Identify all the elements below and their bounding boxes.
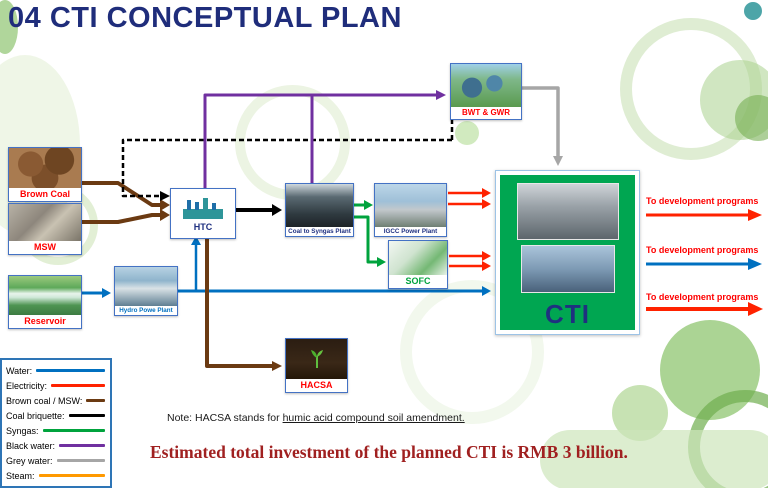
legend-line-coal-briquette	[68, 414, 105, 417]
node-coal-to-syngas: Coal to Syngas Plant	[285, 183, 354, 237]
node-igcc: IGCC Power Plant	[374, 183, 447, 237]
output-label-1: To development programs	[646, 196, 759, 206]
cti-green-panel: CTI	[500, 175, 635, 330]
htc-plant-icon	[183, 197, 223, 219]
legend-line-water	[36, 369, 105, 372]
legend-line-steam	[38, 474, 105, 477]
decorative-circle	[612, 385, 668, 441]
legend-row-black-water: Black water:	[6, 438, 105, 453]
decorative-circle	[660, 320, 760, 420]
legend-label: Electricity:	[6, 380, 48, 391]
hacsa-photo	[286, 339, 347, 379]
legend-row-steam: Steam:	[6, 468, 105, 483]
node-label-reservoir: Reservoir	[9, 315, 81, 328]
legend-label: Water:	[6, 365, 33, 376]
node-label-igcc: IGCC Power Plant	[375, 227, 446, 236]
legend-label: Black water:	[6, 440, 56, 451]
investment-statement: Estimated total investment of the planne…	[150, 442, 628, 462]
legend-label: Coal briquette:	[6, 410, 65, 421]
decorative-ring	[620, 18, 762, 160]
node-label-coal-to-syngas: Coal to Syngas Plant	[286, 227, 353, 236]
legend-line-brown-coal	[86, 399, 105, 402]
node-reservoir: Reservoir	[8, 275, 82, 329]
node-label-cti: CTI	[545, 299, 590, 329]
arrow-msw-to-htc	[80, 213, 160, 224]
arrow-browncoal-to-htc	[80, 181, 160, 207]
legend-line-black-water	[59, 444, 105, 447]
decorative-circle	[744, 2, 762, 20]
page-title: 04 CTI CONCEPTUAL PLAN	[8, 2, 402, 34]
legend-label: Syngas:	[6, 425, 39, 436]
seedling-icon	[310, 350, 323, 368]
decorative-gear-circle	[735, 95, 768, 141]
bwt-gwr-photo	[451, 64, 521, 107]
reservoir-photo	[9, 276, 81, 315]
legend-row-grey-water: Grey water:	[6, 453, 105, 468]
note-prefix: Note: HACSA stands for	[167, 412, 283, 424]
legend-row-water: Water:	[6, 363, 105, 378]
node-bwt-gwr: BWT & GWR	[450, 63, 522, 120]
node-brown-coal: Brown Coal	[8, 147, 82, 202]
legend-box: Water: Electricity: Brown coal / MSW: Co…	[0, 358, 112, 488]
arrow-blackwater-htc-to-bwt	[203, 93, 436, 188]
legend-row-syngas: Syngas:	[6, 423, 105, 438]
node-label-hacsa: HACSA	[286, 379, 347, 392]
note-underlined: humic acid compound soil amendment.	[282, 412, 465, 424]
legend-label: Steam:	[6, 470, 35, 481]
node-label-brown-coal: Brown Coal	[9, 188, 81, 201]
node-sofc: SOFC	[388, 240, 448, 289]
arrow-htc-to-hacsa	[205, 234, 272, 368]
msw-photo	[9, 204, 81, 241]
decorative-ring	[688, 390, 768, 488]
legend-row-electricity: Electricity:	[6, 378, 105, 393]
decorative-circle	[700, 60, 768, 140]
legend-label: Grey water:	[6, 455, 53, 466]
sofc-photo	[389, 241, 447, 275]
node-hacsa: HACSA	[285, 338, 348, 393]
output-label-2: To development programs	[646, 245, 759, 255]
output-label-3: To development programs	[646, 292, 759, 302]
cti-plant-photo-1	[516, 183, 619, 241]
brown-coal-photo	[9, 148, 81, 188]
igcc-photo	[375, 184, 446, 227]
legend-line-syngas	[42, 429, 105, 432]
legend-row-brown-coal: Brown coal / MSW:	[6, 393, 105, 408]
coal-to-syngas-photo	[286, 184, 353, 227]
hydro-plant-photo	[115, 267, 177, 306]
arrow-greywater-bwt-to-cti	[520, 86, 560, 156]
legend-line-grey-water	[56, 459, 105, 462]
node-cti: CTI	[495, 170, 640, 335]
node-label-htc: HTC	[193, 220, 213, 234]
node-label-bwt-gwr: BWT & GWR	[451, 107, 521, 119]
node-msw: MSW	[8, 203, 82, 255]
legend-line-electricity	[51, 384, 105, 387]
legend-label: Brown coal / MSW:	[6, 395, 83, 406]
node-label-hydro: Hydro Powe Plant	[115, 306, 177, 315]
node-htc: HTC	[170, 188, 236, 239]
node-hydro-power-plant: Hydro Powe Plant	[114, 266, 178, 316]
legend-row-coal-briquette: Coal briquette:	[6, 408, 105, 423]
cti-plant-photo-2	[520, 245, 615, 293]
hacsa-note: Note: HACSA stands for humic acid compou…	[167, 412, 465, 424]
node-label-msw: MSW	[9, 241, 81, 254]
decorative-leaf	[455, 121, 479, 145]
node-label-sofc: SOFC	[389, 275, 447, 288]
